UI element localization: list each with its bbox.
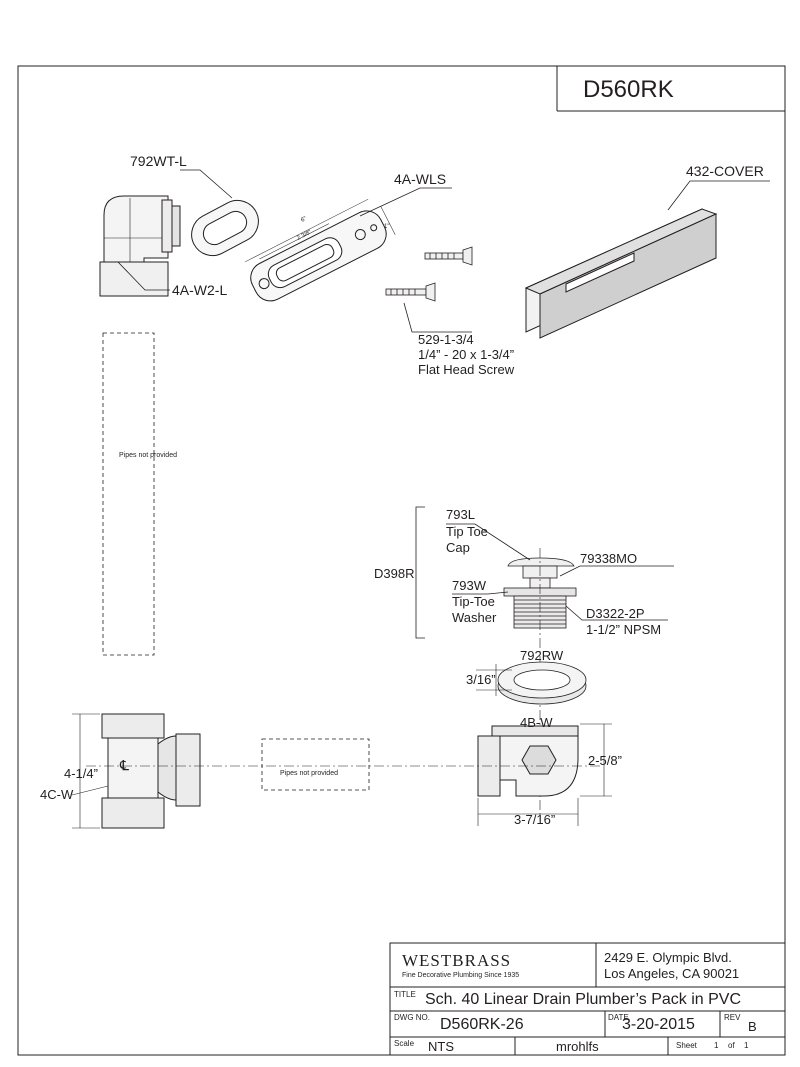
date-label: DATE bbox=[608, 1013, 629, 1022]
title-block-lines bbox=[389, 942, 786, 1056]
leader-79338mo bbox=[559, 565, 674, 577]
leader-d3322 bbox=[565, 605, 668, 621]
label-d3322-thread: 1-1/2” NPSM bbox=[586, 622, 661, 637]
label-d398r: D398R bbox=[374, 566, 414, 581]
label-4-1-4: 4-1/4” bbox=[64, 766, 98, 781]
leader-793w bbox=[452, 591, 509, 595]
leader-793l bbox=[446, 523, 531, 561]
gasket-792wt-l-drawing bbox=[191, 199, 259, 257]
bracket-d398r bbox=[415, 506, 425, 639]
brand-tagline: Fine Decorative Plumbing Since 1935 bbox=[402, 972, 520, 979]
leader-4a-wls bbox=[359, 187, 452, 217]
address-line-1: 2429 E. Olympic Blvd. bbox=[604, 950, 732, 965]
pipes-note-horizontal: Pipes not provided bbox=[280, 770, 338, 777]
label-3-7-16: 3-7/16” bbox=[514, 812, 555, 827]
sheet-label: Sheet bbox=[676, 1041, 697, 1050]
label-79338mo: 79338MO bbox=[580, 551, 637, 566]
tee-4c-w-drawing bbox=[101, 713, 201, 829]
drawing-title: Sch. 40 Linear Drain Plumber’s Pack in P… bbox=[425, 991, 741, 1008]
plate-dim-6: 6" bbox=[300, 216, 308, 224]
drawing-date: 3-20-2015 bbox=[622, 1016, 695, 1033]
rev-value: B bbox=[748, 1019, 757, 1034]
address-line-2: Los Angeles, CA 90021 bbox=[604, 966, 740, 981]
label-793l-line1: Tip Toe bbox=[446, 524, 488, 539]
label-4b-w: 4B-W bbox=[520, 715, 553, 730]
shoe-4b-w-drawing bbox=[477, 725, 579, 797]
sheet-total: 1 bbox=[744, 1041, 749, 1050]
label-screw-desc: Flat Head Screw bbox=[418, 362, 515, 377]
label-793w-line2: Washer bbox=[452, 610, 497, 625]
label-432-cover: 432-COVER bbox=[686, 163, 764, 179]
part-number: D560RK bbox=[583, 76, 674, 103]
screw-upper-drawing bbox=[424, 246, 473, 266]
label-793l: 793L bbox=[446, 507, 475, 522]
leader-4c-w bbox=[71, 785, 109, 796]
cover-432-drawing bbox=[524, 208, 718, 339]
label-4a-w2-l: 4A-W2-L bbox=[172, 282, 227, 298]
pipe-horizontal-placeholder bbox=[261, 738, 370, 791]
rubber-washer-792rw-drawing bbox=[497, 661, 587, 705]
label-3-16: 3/16” bbox=[466, 672, 496, 687]
label-2-5-8: 2-5/8” bbox=[588, 753, 622, 768]
drawn-by: mrohlfs bbox=[556, 1039, 599, 1054]
sheet-number: 1 bbox=[714, 1041, 719, 1050]
dwg-label: DWG NO. bbox=[394, 1013, 430, 1022]
pipes-note-vertical: Pipes not provided bbox=[119, 452, 177, 459]
label-4c-w: 4C-W bbox=[40, 787, 74, 802]
elbow-4a-w2-l-drawing bbox=[99, 195, 181, 297]
scale-label: Scale bbox=[394, 1039, 415, 1048]
leader-432-cover bbox=[667, 180, 770, 211]
label-screw-size: 1/4” - 20 x 1-3/4” bbox=[418, 347, 514, 362]
label-792wt-l: 792WT-L bbox=[130, 153, 187, 169]
label-792rw: 792RW bbox=[520, 648, 564, 663]
label-793w: 793W bbox=[452, 578, 487, 593]
label-4a-wls: 4A-WLS bbox=[394, 171, 446, 187]
leader-4a-w2-l bbox=[117, 261, 170, 291]
centerline-symbol: ℄ bbox=[119, 757, 129, 773]
leader-792wt-l bbox=[180, 169, 233, 199]
title-label: TITLE bbox=[394, 990, 416, 999]
label-529: 529-1-3/4 bbox=[418, 332, 474, 347]
brand-logo: WESTBRASS bbox=[402, 951, 512, 970]
label-793l-line2: Cap bbox=[446, 540, 470, 555]
plate-4a-wls-drawing bbox=[245, 198, 396, 302]
label-d3322: D3322-2P bbox=[586, 606, 645, 621]
sheet-of-label: of bbox=[728, 1041, 735, 1050]
plate-dim-1: 1" bbox=[384, 224, 389, 230]
pipe-vertical-placeholder bbox=[102, 332, 155, 656]
rev-label: REV bbox=[724, 1013, 741, 1022]
label-793w-line1: Tip-Toe bbox=[452, 594, 495, 609]
screw-lower-drawing bbox=[385, 282, 436, 302]
dwg-number: D560RK-26 bbox=[440, 1016, 524, 1033]
leader-529 bbox=[403, 302, 472, 333]
scale-value: NTS bbox=[428, 1039, 454, 1054]
